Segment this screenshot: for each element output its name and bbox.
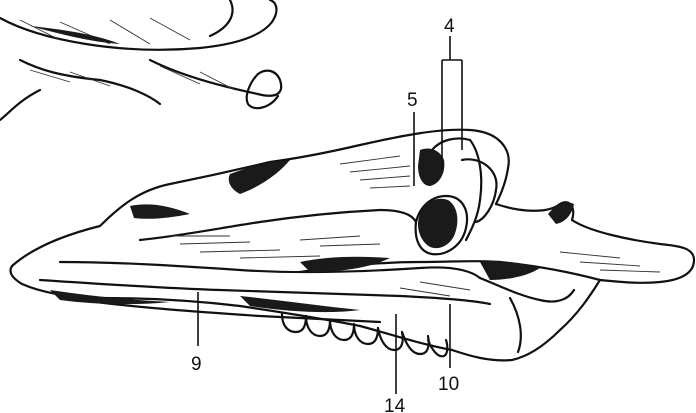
label-9: 9 [191,354,202,375]
label-4: 4 [444,16,455,37]
label-14: 14 [384,396,406,413]
skull-shading [50,148,574,312]
upper-bone-fragment [0,0,281,120]
label-5: 5 [407,90,418,111]
label-10: 10 [438,374,459,395]
